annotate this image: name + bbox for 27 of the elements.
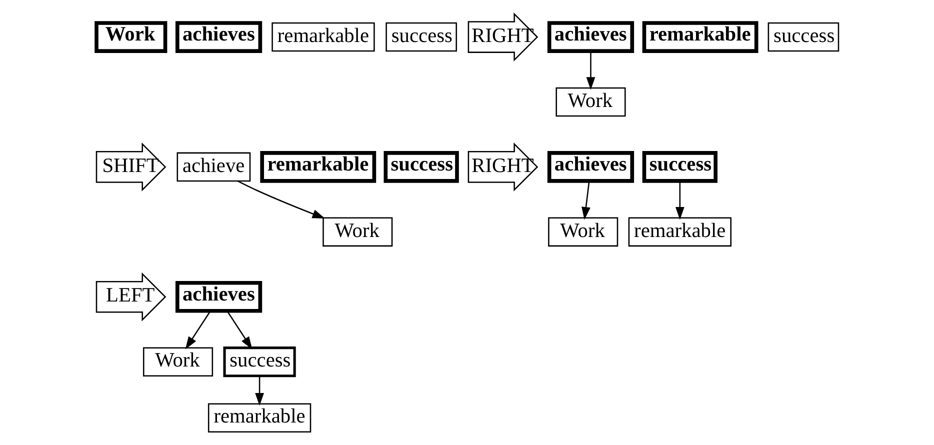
arrow — [184, 310, 210, 349]
node-box: success — [767, 22, 839, 52]
node-box: achieves — [174, 280, 262, 312]
node-box: remarkable — [260, 150, 376, 182]
arrow — [586, 51, 595, 90]
node-box: success — [383, 150, 458, 182]
node-box: remarkable — [207, 402, 311, 432]
node-box: achieves — [546, 150, 634, 182]
node-box: achieves — [174, 20, 262, 52]
arrow — [254, 376, 264, 406]
node-box: Work — [142, 346, 213, 376]
node-box: remarkable — [271, 22, 374, 52]
node-box: Work — [548, 216, 618, 246]
arrow — [581, 180, 590, 220]
node-box: Work — [555, 86, 626, 116]
node-box: success — [642, 150, 717, 182]
node-box: Work — [322, 216, 392, 246]
arrow — [226, 310, 252, 349]
node-box: remarkable — [642, 20, 758, 52]
node-box: remarkable — [628, 216, 731, 246]
node-box: achieves — [546, 20, 634, 52]
node-box: Work — [94, 20, 167, 52]
node-box: success — [222, 346, 296, 377]
node-box: achieve — [176, 152, 250, 182]
node-box: success — [385, 22, 456, 52]
arrow — [236, 180, 325, 218]
arrow — [674, 180, 684, 220]
